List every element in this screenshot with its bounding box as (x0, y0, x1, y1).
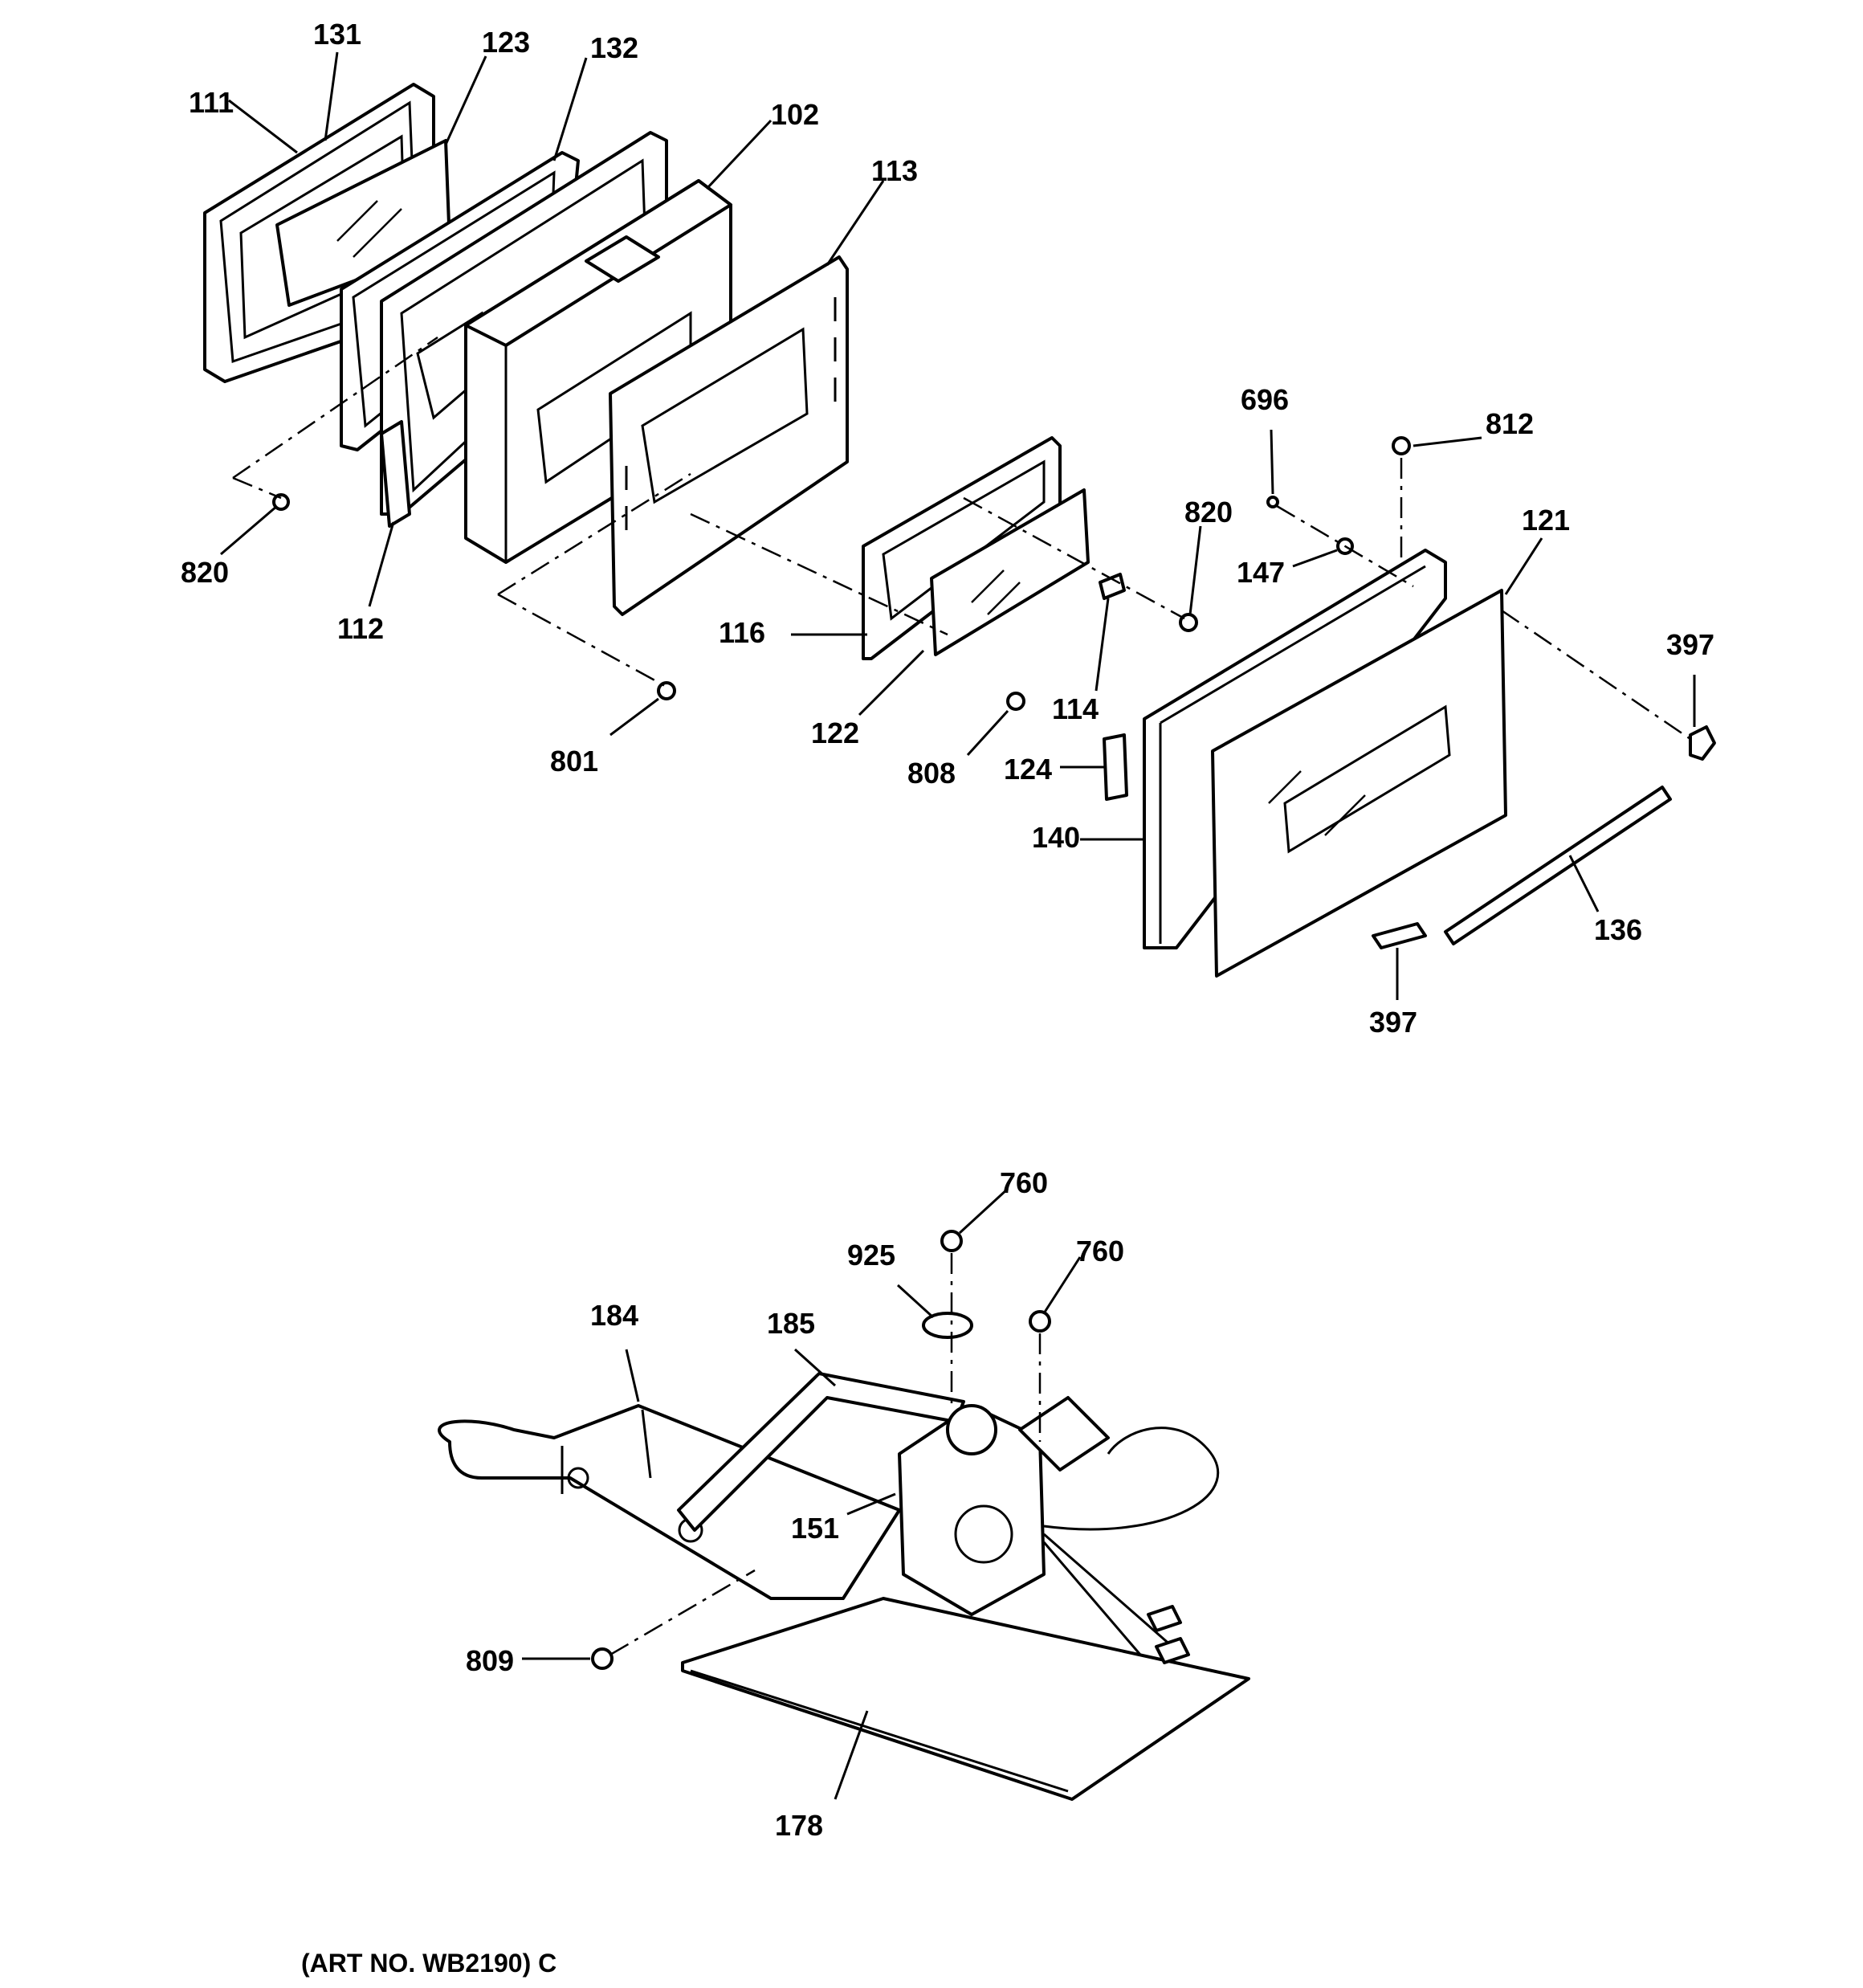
wire-harness (1042, 1427, 1220, 1664)
screw-820-left (272, 493, 290, 511)
callout-113: 113 (871, 154, 918, 187)
callout-136: 136 (1594, 913, 1642, 946)
part-121-outer-glass (1211, 589, 1507, 978)
part-114-bracket (1099, 573, 1126, 600)
callout-397-lower: 397 (1369, 1006, 1417, 1039)
callout-102: 102 (771, 98, 819, 131)
art-number: (ART NO. WB2190) C (301, 1949, 556, 1978)
part-136-handle-rod (1444, 786, 1672, 945)
screw-696 (1266, 496, 1279, 508)
callout-140: 140 (1032, 821, 1080, 854)
callout-760-right: 760 (1076, 1235, 1124, 1268)
callout-132: 132 (590, 31, 638, 64)
callout-809: 809 (466, 1644, 514, 1677)
part-102-insulation (464, 179, 732, 564)
callout-121: 121 (1522, 504, 1570, 537)
callout-111: 111 (189, 86, 234, 119)
assembly-lines-upper (232, 336, 1691, 741)
part-397-endcap-upper (1689, 725, 1716, 761)
callout-801: 801 (550, 745, 598, 778)
part-122-glass-pane (930, 488, 1090, 656)
callout-114: 114 (1052, 692, 1099, 725)
part-178-base-plate (681, 1597, 1250, 1801)
part-112-side-strip (380, 420, 411, 528)
callout-124: 124 (1004, 753, 1052, 786)
callout-185: 185 (767, 1307, 815, 1340)
leader-lines (220, 51, 1696, 1800)
callout-696: 696 (1241, 383, 1289, 416)
callout-820-right: 820 (1184, 496, 1233, 529)
washer-925 (922, 1312, 973, 1339)
screw-809 (591, 1647, 614, 1670)
part-184-latch-arm (438, 1404, 901, 1600)
screw-760-left (940, 1230, 963, 1252)
screw-801 (657, 681, 676, 700)
screw-812 (1392, 436, 1411, 455)
callout-820-left: 820 (181, 556, 229, 589)
callout-151: 151 (791, 1512, 839, 1545)
callout-116: 116 (719, 616, 765, 649)
callout-123: 123 (482, 26, 530, 59)
callout-760-top: 760 (1000, 1166, 1048, 1199)
part-113-liner-plate (609, 255, 849, 616)
callout-131: 131 (313, 18, 361, 51)
callout-812: 812 (1486, 407, 1534, 440)
callout-925: 925 (847, 1239, 895, 1272)
assembly-lines-lower (609, 1253, 1042, 1656)
callout-112: 112 (337, 612, 384, 645)
screw-808 (1006, 692, 1025, 711)
callout-147: 147 (1237, 556, 1285, 589)
callout-808: 808 (907, 757, 956, 790)
part-151-motor-housing (898, 1396, 1110, 1616)
screw-760-right (1029, 1310, 1051, 1333)
callout-184: 184 (590, 1299, 638, 1332)
callout-122: 122 (811, 716, 859, 749)
callout-397-upper: 397 (1666, 628, 1714, 661)
part-124-label (1103, 733, 1128, 801)
part-397-endcap-lower (1372, 922, 1427, 949)
callout-178: 178 (775, 1809, 823, 1842)
